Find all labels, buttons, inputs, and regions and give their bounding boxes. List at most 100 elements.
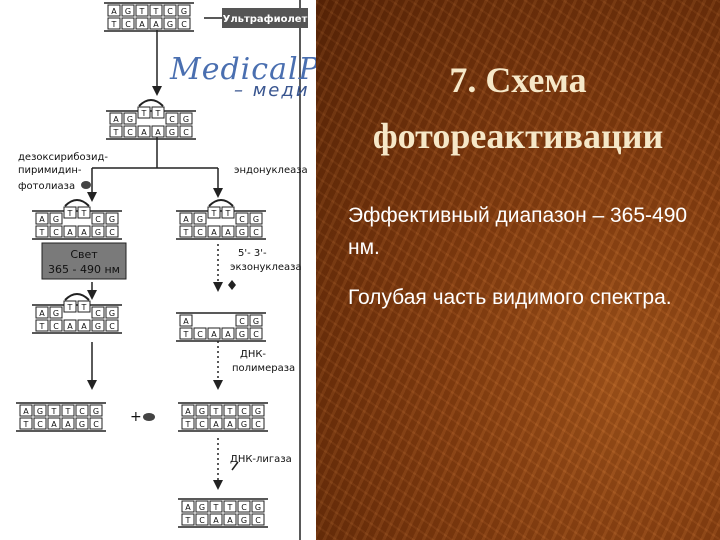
dna-base-top-letter: A: [185, 407, 191, 416]
effective-range-text: Эффективный диапазон – 365-490 нм.: [348, 204, 688, 259]
dna-base-bottom-letter: T: [111, 20, 117, 29]
dna-base-bottom-letter: A: [227, 516, 233, 525]
dna-base-top-cell: [235, 212, 249, 225]
dna-base-bottom-cell: [193, 225, 207, 238]
dna-base-bottom-letter: G: [95, 228, 101, 237]
dna-base-bottom-cell: [35, 319, 49, 332]
dna-base-bottom-letter: C: [181, 20, 187, 29]
dna-base-top-letter: C: [95, 309, 101, 318]
dna-base-top-cell: [179, 112, 193, 125]
dna-base-bottom-cell: [135, 17, 149, 30]
dna-base-bottom-letter: G: [241, 516, 247, 525]
dna-base-bottom-cell: [207, 327, 221, 340]
dna-base-bottom-cell: [77, 319, 91, 332]
dna-base-top-cell: [91, 306, 105, 319]
dna-base-bottom-letter: C: [197, 330, 203, 339]
dna-base-top-cell: [209, 404, 223, 417]
dna-base-top-cell: [195, 404, 209, 417]
dna-base-bottom-letter: C: [93, 420, 99, 429]
dna-base-top-letter: A: [183, 317, 189, 326]
dna-base-bottom-letter: C: [127, 128, 133, 137]
dna-base-top-cell: [177, 4, 191, 17]
dna-base-bottom-letter: A: [211, 330, 217, 339]
dna-base-top-letter: C: [239, 215, 245, 224]
dna-base-bottom-cell: [63, 225, 77, 238]
dna-base-top-letter: T: [81, 209, 87, 218]
dna-base-bottom-letter: A: [225, 330, 231, 339]
dna-base-bottom-letter: G: [239, 330, 245, 339]
dna-base-top-cell: [63, 300, 77, 313]
dna-base-bottom-letter: A: [213, 516, 219, 525]
dna-base-top-cell: [19, 404, 33, 417]
dna-base-bottom-cell: [109, 125, 123, 138]
dna-base-top-letter: G: [37, 407, 43, 416]
dna-base-top-letter: T: [139, 7, 145, 16]
dna-base-top-cell: [149, 4, 163, 17]
dna-base-top-cell: [195, 500, 209, 513]
dna-base-bottom-cell: [105, 225, 119, 238]
dna-base-bottom-cell: [163, 17, 177, 30]
endonuclease-label: эндонуклеаза: [234, 165, 308, 176]
dna-base-top-letter: C: [241, 407, 247, 416]
dna-base-bottom-cell: [91, 319, 105, 332]
dna-base-bottom-letter: A: [81, 228, 87, 237]
dna-base-top-cell: [61, 404, 75, 417]
polymerase-label-line-2: полимераза: [232, 363, 295, 374]
dna-base-top-letter: G: [53, 215, 59, 224]
dna-base-bottom-letter: C: [253, 228, 259, 237]
slide-text-panel: 7. Схема фотореактивации Эффективный диа…: [316, 0, 720, 540]
dna-base-bottom-letter: C: [253, 330, 259, 339]
dna-base-top-letter: T: [81, 303, 87, 312]
dna-base-bottom-letter: A: [141, 128, 147, 137]
right-path-arrowhead-2: [213, 282, 223, 292]
dna-base-bottom-letter: G: [169, 128, 175, 137]
dna-base-top-cell: [77, 206, 91, 219]
dna-base-bottom-cell: [77, 225, 91, 238]
dna-base-top-letter: T: [213, 503, 219, 512]
dna-base-bottom-cell: [47, 417, 61, 430]
dna-base-bottom-letter: C: [37, 420, 43, 429]
dna-base-top-letter: C: [239, 317, 245, 326]
dna-base-bottom-letter: C: [199, 516, 205, 525]
dna-base-bottom-cell: [181, 513, 195, 526]
dna-base-top-letter: G: [125, 7, 131, 16]
dna-base-bottom-letter: C: [125, 20, 131, 29]
dna-base-top-cell: [109, 112, 123, 125]
dna-base-bottom-cell: [137, 125, 151, 138]
dna-base-top-letter: G: [53, 309, 59, 318]
dna-base-bottom-cell: [33, 417, 47, 430]
dna-base-bottom-cell: [105, 319, 119, 332]
dna-base-bottom-cell: [89, 417, 103, 430]
dna-base-bottom-letter: A: [213, 420, 219, 429]
dna-base-bottom-cell: [237, 417, 251, 430]
dna-base-bottom-cell: [179, 225, 193, 238]
dna-base-top-cell: [33, 404, 47, 417]
dna-base-bottom-cell: [61, 417, 75, 430]
dna-base-top-cell: [137, 106, 151, 119]
dna-base-bottom-cell: [249, 225, 263, 238]
dna-base-top-cell: [209, 500, 223, 513]
dna-base-top-letter: T: [153, 7, 159, 16]
released-photolyase-shape: [143, 413, 155, 421]
medicalplanet-watermark: MedicalPl: [170, 52, 316, 87]
exonuclease-label-line-2: экзонуклеаза: [230, 262, 302, 273]
dna-base-top-cell: [135, 4, 149, 17]
dna-base-top-cell: [105, 212, 119, 225]
light-label: Свет: [70, 248, 98, 261]
dna-base-top-cell: [35, 306, 49, 319]
dna-base-bottom-cell: [123, 125, 137, 138]
dna-base-bottom-cell: [177, 17, 191, 30]
dna-base-bottom-cell: [91, 225, 105, 238]
dna-base-bottom-cell: [207, 225, 221, 238]
dna-base-top-letter: G: [197, 215, 203, 224]
dna-base-bottom-cell: [251, 513, 265, 526]
thymine-dimer-bond: [208, 199, 234, 207]
right-path-arrowhead-3: [213, 380, 223, 390]
dna-base-top-letter: G: [255, 407, 261, 416]
dna-base-bottom-cell: [181, 417, 195, 430]
thymine-dimer-bond: [64, 293, 90, 301]
dna-base-top-letter: G: [253, 215, 259, 224]
dna-base-top-cell: [91, 212, 105, 225]
dna-base-bottom-cell: [223, 417, 237, 430]
dna-base-top-letter: T: [141, 109, 147, 118]
